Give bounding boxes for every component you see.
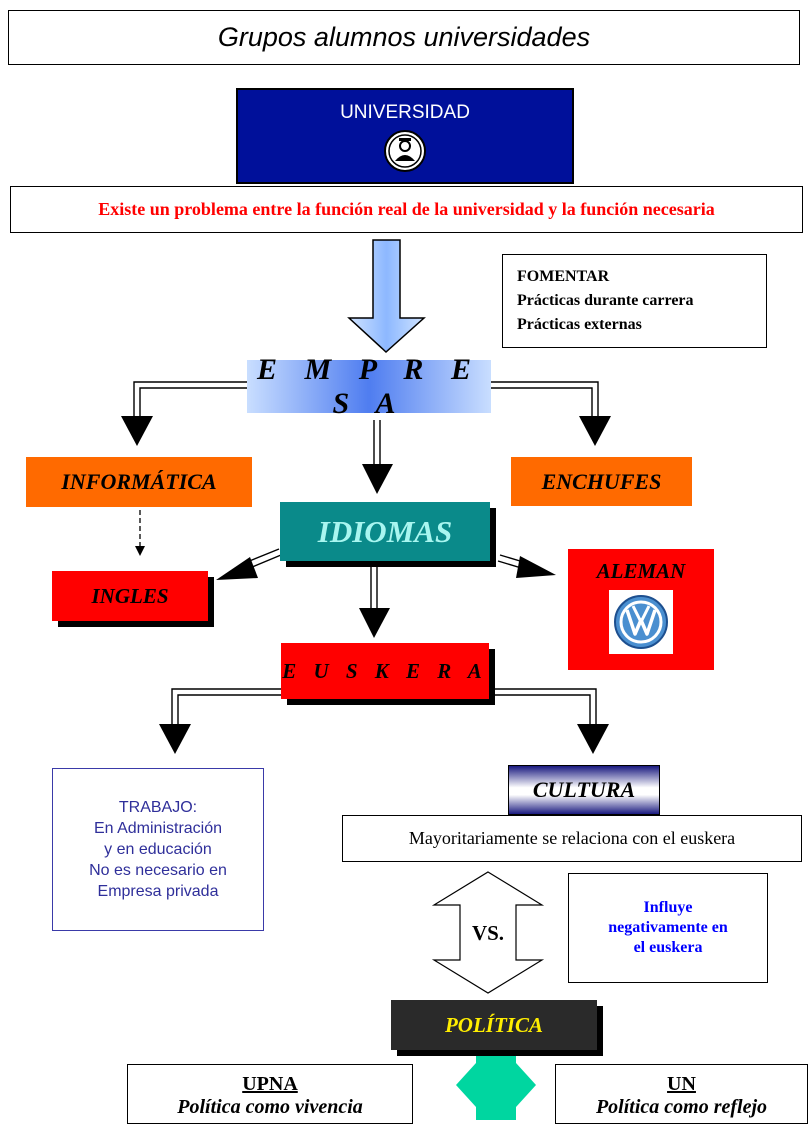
empresa-box: E M P R E S A (247, 353, 491, 420)
fomentar-line: Prácticas durante carrera (517, 292, 694, 309)
aleman-label: ALEMAN (596, 559, 686, 583)
big-down-arrow (347, 239, 426, 354)
trabajo-line: En Administración (93, 820, 223, 837)
mayoritariamente-box: Mayoritariamente se relaciona con el eus… (342, 815, 802, 862)
universidad-box: UNIVERSIDAD (236, 88, 574, 184)
vs-label: VS. (471, 920, 505, 945)
diagram-title: Grupos alumnos universidades (8, 10, 800, 65)
un-box: UN Política como reflejo (555, 1064, 808, 1124)
trabajo-line: Empresa privada (97, 883, 219, 900)
vw-logo-icon (609, 590, 673, 654)
influye-line: el euskera (633, 939, 703, 956)
ingles-box: INGLES (52, 571, 208, 621)
informatica-box: INFORMÁTICA (26, 457, 252, 507)
upna-heading: UPNA (242, 1073, 298, 1095)
euskera-box: E U S K E R A (281, 643, 489, 699)
influye-line: Influye (643, 899, 693, 916)
politica-box: POLÍTICA (391, 1000, 597, 1050)
empresa-to-idiomas-arrow (373, 420, 381, 466)
un-heading: UN (667, 1073, 696, 1095)
enchufes-box: ENCHUFES (511, 457, 692, 506)
green-double-arrow (456, 1050, 536, 1120)
upna-box: UPNA Política como vivencia (127, 1064, 413, 1124)
un-subtitle: Política como reflejo (595, 1096, 768, 1118)
influye-line: negativamente en (608, 919, 728, 936)
graduate-emblem-icon (384, 130, 426, 172)
aleman-box: ALEMAN (568, 549, 714, 670)
idiomas-to-euskera-arrow (370, 566, 378, 610)
trabajo-line: y en educación (104, 841, 212, 858)
euskera-to-trabajo-arrow (171, 688, 281, 726)
euskera-to-cultura-arrow (489, 688, 597, 726)
empresa-to-informatica-arrow (133, 381, 247, 418)
influye-box: Influye negativamente en el euskera (568, 873, 768, 983)
trabajo-box: TRABAJO: En Administración y en educació… (52, 768, 264, 931)
problem-statement: Existe un problema entre la función real… (10, 186, 803, 233)
vs-double-arrow (431, 871, 545, 994)
universidad-label: UNIVERSIDAD (340, 102, 470, 123)
fomentar-line: Prácticas externas (517, 316, 642, 333)
fomentar-box: FOMENTAR Prácticas durante carrera Práct… (502, 254, 767, 348)
upna-subtitle: Política como vivencia (177, 1096, 363, 1118)
idiomas-box: IDIOMAS (280, 502, 490, 561)
empresa-to-enchufes-arrow (491, 381, 599, 418)
trabajo-line: TRABAJO: (118, 799, 198, 816)
trabajo-line: No es necesario en (89, 862, 227, 879)
fomentar-heading: FOMENTAR (517, 268, 610, 285)
cultura-box: CULTURA (508, 765, 660, 815)
